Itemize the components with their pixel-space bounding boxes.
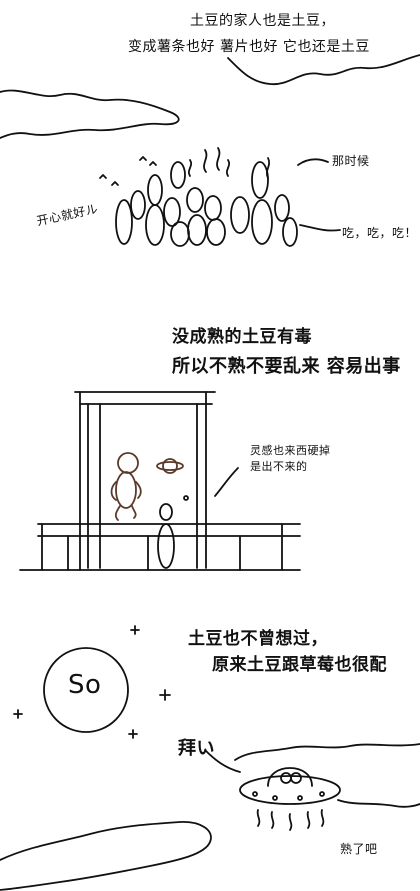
ground-line xyxy=(0,821,212,891)
potato-figure xyxy=(251,199,273,245)
ufo-beam xyxy=(270,811,275,829)
ufo-dome xyxy=(267,767,313,787)
potato-figure xyxy=(187,214,207,246)
caption-toxic-line-1: 没成熟的土豆有毒 xyxy=(172,327,312,347)
ufo-window xyxy=(252,791,258,797)
cloud-right-lower xyxy=(337,799,420,808)
squiggle xyxy=(187,159,193,177)
pointer-line xyxy=(299,224,341,232)
potato-figure xyxy=(282,217,298,247)
caption-line-2: 变成薯条也好 薯片也好 它也还是土豆 xyxy=(128,39,370,55)
ufo-beam xyxy=(306,811,311,829)
star-dot xyxy=(183,495,189,501)
potato-figure xyxy=(115,199,133,245)
squiggle xyxy=(149,161,157,166)
standing-potato-head xyxy=(159,503,173,521)
squiggle xyxy=(225,159,231,177)
sparkle-icon xyxy=(159,689,171,701)
squiggle xyxy=(203,149,208,173)
potato-figure xyxy=(147,174,163,206)
ufo-beam xyxy=(320,809,325,827)
ufo-passenger xyxy=(280,772,292,784)
caption-ufo-line-1: 土豆也不曾想过， xyxy=(188,629,328,649)
note-inspiration-2: 是出不来的 xyxy=(250,460,308,473)
cloud-right xyxy=(234,743,420,761)
potato-figure xyxy=(206,218,226,246)
squiggle xyxy=(111,181,119,186)
pointer-line xyxy=(214,467,239,497)
panel-ufo: 土豆也不曾想过， 原来土豆跟草莓也很配 So 拜い 熟了吧 xyxy=(0,610,420,891)
potato-figure xyxy=(204,195,222,221)
potato-figure xyxy=(170,221,190,247)
planet-small xyxy=(162,458,178,474)
planet-ring xyxy=(156,461,184,471)
potato-figure xyxy=(130,190,146,220)
astronaut-arm xyxy=(110,481,117,501)
label-eat: 吃，吃，吃！ xyxy=(342,226,418,240)
potato-figure xyxy=(186,187,204,213)
astronaut-leg xyxy=(131,505,137,519)
big-planet xyxy=(43,647,129,733)
panel2-drawing xyxy=(19,391,301,571)
squiggle xyxy=(216,147,221,171)
panel3-drawing xyxy=(0,625,420,891)
cloud-line-top xyxy=(227,54,420,85)
planet-label: So xyxy=(68,670,102,700)
label-that-time: 那时候 xyxy=(332,154,370,168)
ufo-window xyxy=(319,791,325,797)
sparkle-icon xyxy=(13,709,23,719)
pointer-line xyxy=(297,158,329,166)
pointer-line xyxy=(204,749,241,773)
astronaut-body xyxy=(115,471,137,509)
ufo-window xyxy=(272,795,278,801)
label-bye: 拜い xyxy=(178,738,215,759)
potato-figure xyxy=(274,194,290,222)
potato-figure xyxy=(163,197,181,227)
sparkle-icon xyxy=(130,625,140,635)
potato-figure xyxy=(170,161,186,189)
potato-figure xyxy=(145,204,165,246)
standing-potato-body xyxy=(157,523,175,569)
ufo-passenger xyxy=(290,772,302,784)
astronaut-helmet xyxy=(117,452,139,474)
astronaut-arm xyxy=(135,481,142,499)
caption-line-1: 土豆的家人也是土豆， xyxy=(190,13,335,29)
potato-figure xyxy=(251,161,269,199)
squiggle xyxy=(139,156,147,161)
caption-ufo-line-2: 原来土豆跟草莓也很配 xyxy=(212,655,387,675)
squiggle xyxy=(99,174,107,179)
potato-figure xyxy=(230,196,250,234)
panel1-drawing xyxy=(0,54,420,247)
ufo-window xyxy=(297,795,303,801)
ufo-beam xyxy=(256,809,261,827)
astronaut-leg xyxy=(114,505,121,521)
panel-toxic: 没成熟的土豆有毒 所以不熟不要乱来 容易出事 灵感也来西硬掉 是出不来的 xyxy=(0,300,420,600)
panel-family: 土豆的家人也是土豆， 变成薯条也好 薯片也好 它也还是土豆 开心就好ル 那时候 … xyxy=(0,0,420,280)
label-ripe: 熟了吧 xyxy=(340,842,378,856)
caption-toxic-line-2: 所以不熟不要乱来 容易出事 xyxy=(172,356,401,377)
cloud-left xyxy=(0,89,180,139)
sparkle-icon xyxy=(128,729,138,739)
ufo-beam xyxy=(288,813,293,831)
note-inspiration-1: 灵感也来西硬掉 xyxy=(250,444,331,457)
